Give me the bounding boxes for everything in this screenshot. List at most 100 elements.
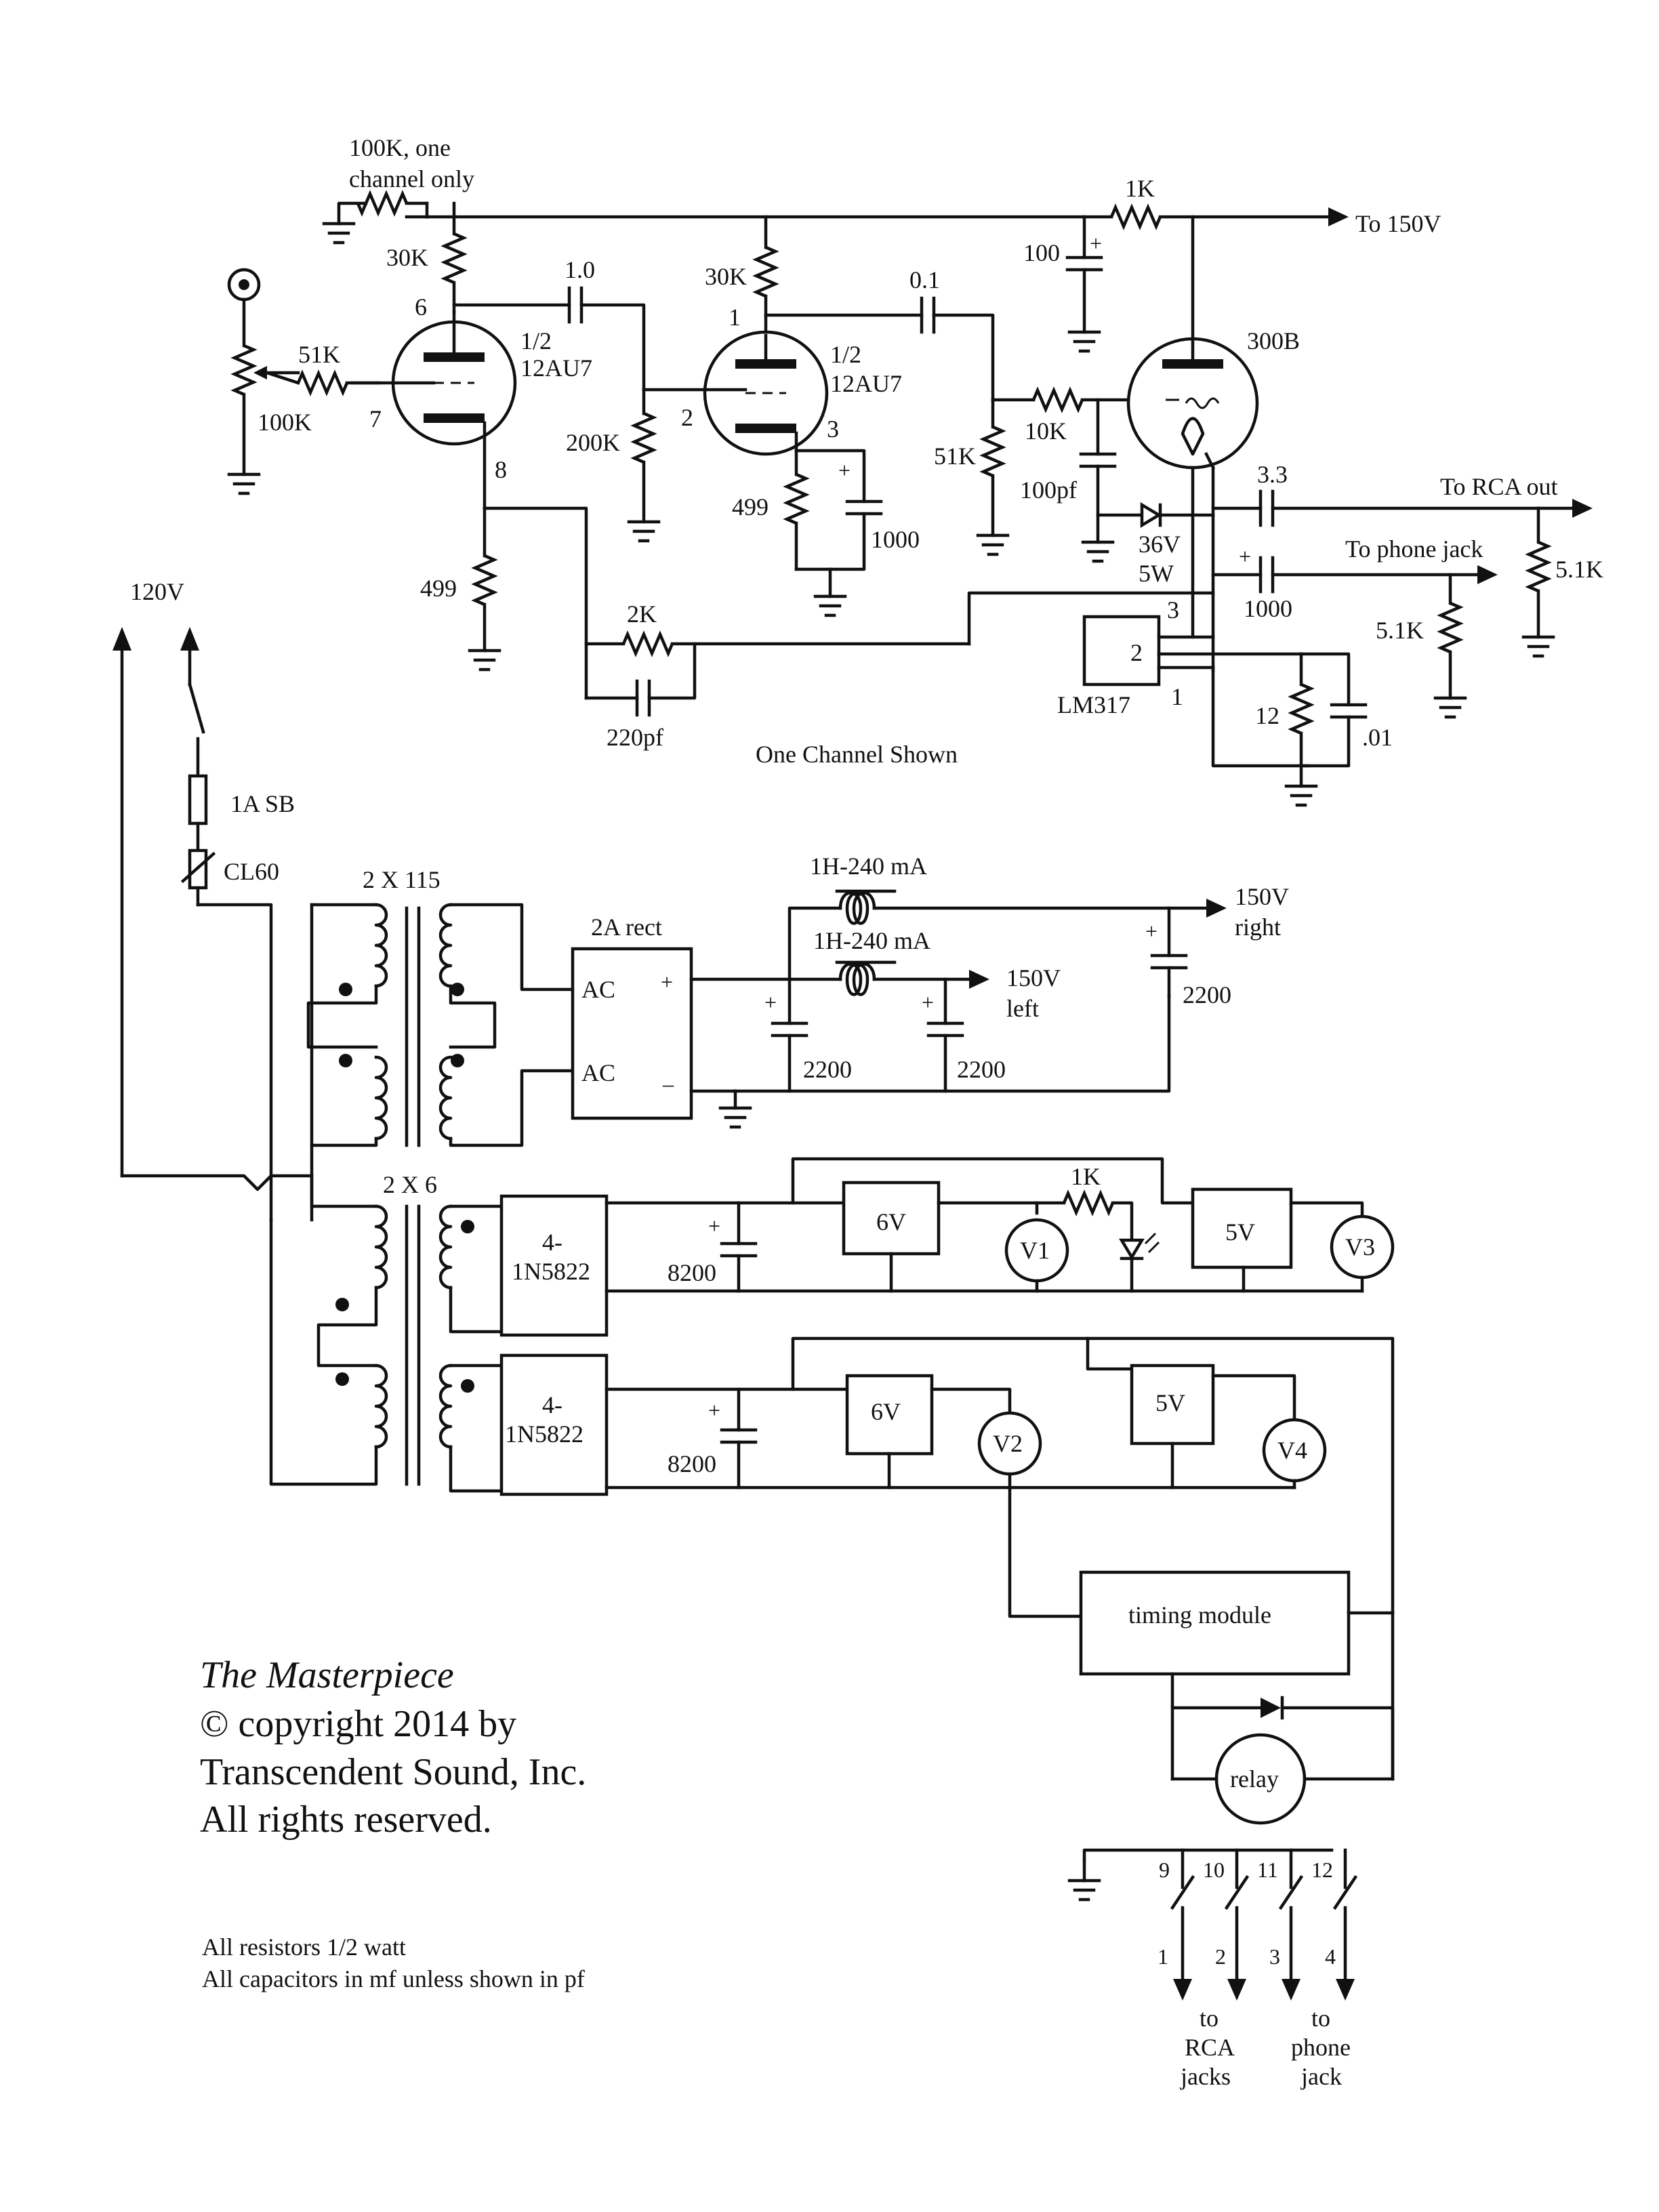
- rect-plus: +: [661, 970, 673, 994]
- resistor-5-1k-a: [1525, 540, 1552, 593]
- label-tx1: 2 X 115: [363, 866, 441, 893]
- label-8200-a: 8200: [668, 1259, 716, 1286]
- regulator-6v-a: [842, 1181, 941, 1256]
- label-2k: 2K: [627, 600, 657, 628]
- tx2-primary-coil-bottom: [374, 1364, 388, 1449]
- relay-contact-1: 9 1: [1158, 1848, 1195, 2001]
- label-to-rca-jacks-b: RCA: [1185, 2034, 1235, 2061]
- label-51k-grid: 51K: [934, 443, 976, 470]
- label-499-b: 499: [732, 493, 769, 520]
- label-lm-pin3: 3: [1167, 596, 1179, 623]
- resistor-200k: [630, 411, 657, 464]
- potentiometer-100k: [230, 344, 258, 396]
- label-v2: V2: [993, 1430, 1023, 1457]
- label-to-rca-jacks-a: to: [1200, 2005, 1218, 2032]
- label-pot-100k: 100K: [258, 409, 312, 436]
- rights-line: All rights reserved.: [200, 1799, 492, 1841]
- led-indicator-icon: [1119, 1238, 1145, 1261]
- resistor-499-b: [783, 472, 810, 525]
- label-30k-a: 30K: [386, 244, 428, 271]
- label-150v-left-a: 150V: [1006, 964, 1061, 991]
- note-capacitors: All capacitors in mf unless shown in pf: [202, 1965, 585, 1992]
- label-lm-pin1: 1: [1171, 683, 1183, 710]
- label-pin1: 1: [729, 304, 741, 331]
- label-30k-b: 30K: [705, 263, 747, 290]
- resistor-2k-feedback: [621, 630, 674, 657]
- regulator-6v-b: [845, 1374, 934, 1456]
- tx1-primary-coil-top: [374, 903, 388, 988]
- tx1-secondary-coil-top: [438, 903, 453, 988]
- label-c-1000-b: 1000: [1244, 595, 1292, 622]
- label-pin8: 8: [495, 456, 507, 483]
- resistor-5-1k-b: [1437, 601, 1464, 654]
- label-150v-left-b: left: [1006, 995, 1039, 1022]
- timing-module: [1079, 1570, 1351, 1676]
- tx1-primary-coil-bottom: [374, 1055, 388, 1141]
- label-contact4: 4: [1325, 1944, 1336, 1969]
- label-v1: V1: [1020, 1237, 1050, 1264]
- label-5-1k-b: 5.1K: [1376, 617, 1424, 644]
- label-c-1-0: 1.0: [565, 256, 595, 283]
- label-51k-input: 51K: [298, 341, 340, 368]
- choke-1h-left: [838, 962, 876, 996]
- label-pin7: 7: [369, 405, 382, 432]
- label-bridge1-b: 1N5822: [512, 1258, 590, 1285]
- plus-sign: +: [1090, 231, 1102, 255]
- label-bridge1-a: 4-: [542, 1229, 562, 1256]
- company-line: Transcendent Sound, Inc.: [200, 1751, 586, 1793]
- label-bridge2-a: 4-: [542, 1391, 562, 1418]
- label-to-phone-jack-b: phone: [1291, 2034, 1351, 2061]
- bridge-1n5822-b: [499, 1353, 609, 1496]
- label-choke1: 1H-240 mA: [810, 853, 927, 880]
- label-pin6: 6: [415, 293, 427, 321]
- label-c-01: .01: [1362, 724, 1393, 751]
- lm317-regulator: [1082, 615, 1161, 687]
- label-tube2-name: 12AU7: [830, 370, 902, 397]
- label-6v-b: 6V: [871, 1398, 901, 1425]
- label-ac2: AC: [581, 1059, 615, 1086]
- tx1-secondary-coil-bottom: [438, 1055, 453, 1141]
- label-5w: 5W: [1139, 560, 1174, 587]
- bridge-rectifier-2a: [571, 947, 693, 1120]
- bridge-1n5822-a: [499, 1194, 609, 1337]
- label-150v-right-b: right: [1235, 914, 1281, 941]
- label-r-12: 12: [1255, 702, 1279, 729]
- label-to-phone-jack-a: to: [1311, 2005, 1330, 2032]
- label-100pf: 100pf: [1020, 476, 1077, 504]
- label-10k: 10K: [1025, 417, 1067, 445]
- label-2200-a: 2200: [803, 1056, 852, 1083]
- label-to-phone-jack: To phone jack: [1345, 535, 1483, 562]
- relay-contact-2: 10 2: [1203, 1848, 1250, 2001]
- label-to-rca-out: To RCA out: [1440, 473, 1558, 500]
- label-36v: 36V: [1139, 531, 1181, 558]
- plus-sign: +: [1239, 544, 1251, 569]
- resistor-51k-grid: [979, 425, 1006, 478]
- label-6v-a: 6V: [876, 1208, 906, 1235]
- resistor-51k-input: [296, 369, 349, 396]
- label-tube2-half: 1/2: [830, 341, 861, 368]
- label-to-phone-jack-c: jack: [1300, 2063, 1342, 2090]
- power-supply-section: 120V 1A SB CL60 2 X 115 2A re: [112, 578, 1395, 2090]
- resistor-12: [1288, 682, 1315, 735]
- label-channel-only: channel only: [349, 165, 474, 192]
- label-2200-c: 2200: [1183, 981, 1231, 1008]
- label-contact10: 10: [1203, 1858, 1225, 1882]
- plus-sign: +: [838, 458, 851, 483]
- label-contact11: 11: [1257, 1858, 1278, 1882]
- label-bridge2-b: 1N5822: [505, 1420, 583, 1448]
- label-fuse: 1A SB: [230, 790, 295, 817]
- label-lm-pin2: 2: [1130, 639, 1143, 666]
- choke-1h-right: [838, 891, 876, 925]
- label-tube1-half: 1/2: [520, 327, 552, 354]
- label-timing-module: timing module: [1128, 1601, 1271, 1629]
- label-c-3-3: 3.3: [1257, 461, 1288, 488]
- label-c-100: 100: [1023, 239, 1060, 266]
- label-2200-b: 2200: [957, 1056, 1006, 1083]
- relay-contact-3: 11 3: [1257, 1848, 1304, 2001]
- plus-sign: +: [922, 990, 934, 1015]
- label-1k-led: 1K: [1071, 1163, 1101, 1190]
- label-to-rca-jacks-c: jacks: [1179, 2063, 1231, 2090]
- label-tx2: 2 X 6: [383, 1171, 437, 1198]
- resistor-1k-top: [1109, 203, 1162, 230]
